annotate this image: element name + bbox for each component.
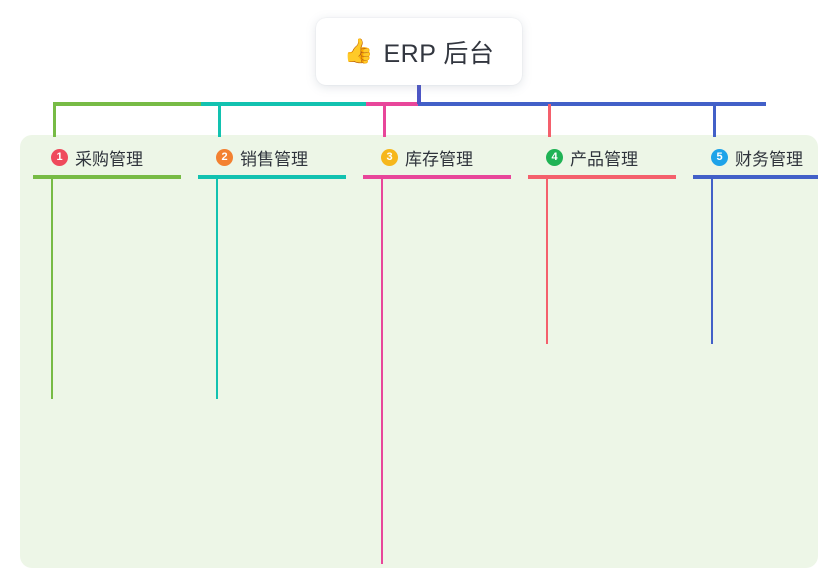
branch-spine xyxy=(381,179,383,564)
connector-drop-销售管理 xyxy=(218,104,221,137)
branch-number-badge: 2 xyxy=(216,148,233,166)
branch-spine xyxy=(51,179,53,399)
branch-header[interactable]: 3 库存管理 xyxy=(363,145,511,169)
branch-underline xyxy=(363,175,511,179)
branch-column-5: 5 财务管理 xyxy=(693,145,818,179)
root-stem-connector xyxy=(417,78,421,104)
branch-column-3: 3 库存管理 xyxy=(363,145,511,179)
branch-column-1: 1 采购管理 xyxy=(33,145,181,179)
branch-column-2: 2 销售管理 xyxy=(198,145,346,179)
branch-title: 库存管理 xyxy=(405,149,473,169)
branch-header[interactable]: 2 销售管理 xyxy=(198,145,346,169)
branch-header[interactable]: 4 产品管理 xyxy=(528,145,676,169)
root-node-card[interactable]: 👍 ERP 后台 xyxy=(316,18,522,85)
branch-number-badge: 3 xyxy=(381,148,398,166)
connector-drop-产品管理 xyxy=(548,104,551,137)
connector-drop-采购管理 xyxy=(53,104,56,137)
branch-title: 销售管理 xyxy=(240,149,308,169)
root-node-title: ERP 后台 xyxy=(383,39,495,68)
branch-spine xyxy=(216,179,218,399)
branch-header[interactable]: 1 采购管理 xyxy=(33,145,181,169)
branch-number-badge: 1 xyxy=(51,148,68,166)
branch-underline xyxy=(198,175,346,179)
branch-title: 财务管理 xyxy=(735,149,803,169)
connector-bar-segment xyxy=(201,102,366,106)
branch-underline xyxy=(693,175,818,179)
connector-drop-财务管理 xyxy=(713,104,716,137)
branch-title: 产品管理 xyxy=(570,149,638,169)
connector-bar-segment xyxy=(418,102,766,106)
branch-column-4: 4 产品管理 xyxy=(528,145,676,179)
connector-bar-segment xyxy=(53,102,201,106)
branch-title: 采购管理 xyxy=(75,149,143,169)
connector-bar-segment xyxy=(366,102,418,106)
branch-number-badge: 5 xyxy=(711,148,728,166)
branch-spine xyxy=(546,179,548,344)
diagram-panel xyxy=(20,135,818,568)
branch-spine xyxy=(711,179,713,344)
branch-number-badge: 4 xyxy=(546,148,563,166)
branch-header[interactable]: 5 财务管理 xyxy=(693,145,818,169)
thumbs-up-icon: 👍 xyxy=(343,37,374,65)
branch-underline xyxy=(528,175,676,179)
connector-drop-库存管理 xyxy=(383,104,386,137)
branch-underline xyxy=(33,175,181,179)
